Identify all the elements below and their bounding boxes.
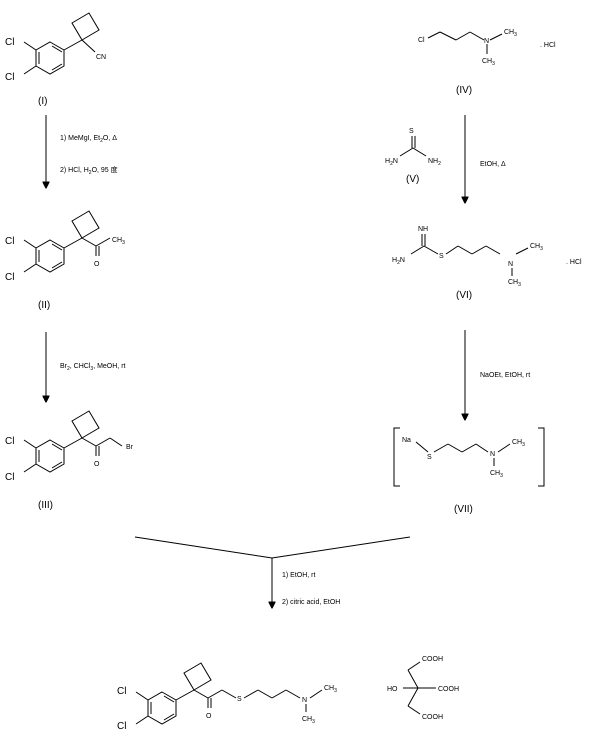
nitrogen-label: N bbox=[302, 697, 307, 704]
methyl-label: CH3 bbox=[490, 470, 503, 479]
compound-I: Cl Cl CN (I) bbox=[5, 12, 106, 107]
amine-label: H2N bbox=[392, 257, 405, 266]
compound-II: Cl Cl O CH3 (II) bbox=[5, 210, 125, 311]
nitrile-label: CN bbox=[96, 54, 106, 61]
reagent-text: NaOEt, EtOH, rt bbox=[480, 372, 530, 379]
carboxyl-label: COOH bbox=[422, 714, 443, 721]
carboxyl-label: COOH bbox=[422, 656, 443, 663]
imine-label: NH bbox=[418, 226, 428, 233]
compound-VI: NH H2N S N CH3 CH3 . HCl (VI) bbox=[392, 226, 582, 301]
chlorine-label: Cl bbox=[117, 686, 126, 697]
compound-VII: Na S N CH3 CH3 (VII) bbox=[393, 427, 545, 515]
oxygen-label: O bbox=[94, 261, 100, 268]
sulfur-label: S bbox=[409, 128, 414, 135]
chlorine-label: Cl bbox=[418, 37, 425, 44]
chlorine-label: Cl bbox=[117, 721, 126, 732]
reagent-text: Br2, CHCl3, MeOH, rt bbox=[60, 363, 126, 372]
compound-label: (II) bbox=[38, 300, 50, 311]
compound-label: (VI) bbox=[456, 290, 472, 301]
citric-acid: COOH COOH COOH HO bbox=[387, 656, 459, 721]
reagent-text: 1) EtOH, rt bbox=[282, 572, 316, 579]
bracket-right bbox=[538, 427, 545, 487]
carboxyl-label: COOH bbox=[438, 686, 459, 693]
benzene-ring bbox=[35, 239, 65, 273]
chlorine-label: Cl bbox=[5, 236, 14, 247]
sulfur-label: S bbox=[439, 253, 444, 260]
compound-label: (VII) bbox=[454, 504, 473, 515]
reagent-text: 1) MeMgI, Et2O, Δ bbox=[60, 135, 117, 144]
sodium-label: Na bbox=[402, 437, 411, 444]
chlorine-label: Cl bbox=[5, 37, 14, 48]
cyclobutane-ring bbox=[183, 662, 212, 691]
methyl-label: CH3 bbox=[504, 29, 517, 38]
benzene-ring bbox=[35, 439, 65, 473]
compound-label: (I) bbox=[38, 96, 47, 107]
chlorine-label: Cl bbox=[5, 472, 14, 483]
methyl-label: CH3 bbox=[482, 58, 495, 67]
reagent-text: EtOH, Δ bbox=[480, 161, 506, 168]
oxygen-label: O bbox=[94, 461, 100, 468]
reagent-text: 2) HCl, H2O, 95 度 bbox=[60, 165, 118, 176]
compound-label: (III) bbox=[38, 500, 53, 511]
nitrogen-label: N bbox=[508, 261, 513, 268]
chlorine-label: Cl bbox=[5, 72, 14, 83]
bromine-label: Br bbox=[126, 444, 134, 451]
cyclobutane-ring bbox=[71, 210, 100, 239]
methyl-label: CH3 bbox=[112, 237, 125, 246]
compound-III: Cl Cl O Br (III) bbox=[5, 410, 134, 511]
chlorine-label: Cl bbox=[5, 272, 14, 283]
compound-V: S H2N NH2 (V) bbox=[385, 128, 441, 185]
methyl-label: CH3 bbox=[508, 279, 521, 288]
salt-label: . HCl bbox=[566, 259, 582, 266]
methyl-label: CH3 bbox=[324, 685, 337, 694]
amine-label: NH2 bbox=[428, 158, 441, 167]
hydroxyl-label: HO bbox=[387, 686, 398, 693]
benzene-ring bbox=[147, 691, 177, 725]
salt-label: . HCl bbox=[540, 42, 556, 49]
chlorine-label: Cl bbox=[5, 436, 14, 447]
amine-label: H2N bbox=[385, 158, 398, 167]
methyl-label: CH3 bbox=[512, 439, 525, 448]
sulfur-label: S bbox=[237, 696, 242, 703]
benzene-ring bbox=[35, 41, 65, 75]
compound-label: (V) bbox=[406, 174, 419, 185]
cyclobutane-ring bbox=[71, 410, 100, 439]
product-compound: Cl Cl O S N CH3 CH3 bbox=[117, 662, 337, 732]
cyclobutane-ring bbox=[71, 12, 100, 41]
methyl-label: CH3 bbox=[302, 716, 315, 725]
methyl-label: CH3 bbox=[530, 243, 543, 252]
nitrogen-label: N bbox=[490, 451, 495, 458]
nitrogen-label: N bbox=[484, 38, 489, 45]
oxygen-label: O bbox=[206, 713, 212, 720]
reagent-text: 2) citric acid, EtOH bbox=[282, 599, 340, 606]
bracket-left bbox=[393, 427, 400, 487]
compound-label: (IV) bbox=[456, 85, 472, 96]
convergence-lines bbox=[134, 536, 411, 559]
compound-IV: Cl N CH3 CH3 . HCl (IV) bbox=[418, 29, 556, 96]
sulfur-label: S bbox=[427, 454, 432, 461]
